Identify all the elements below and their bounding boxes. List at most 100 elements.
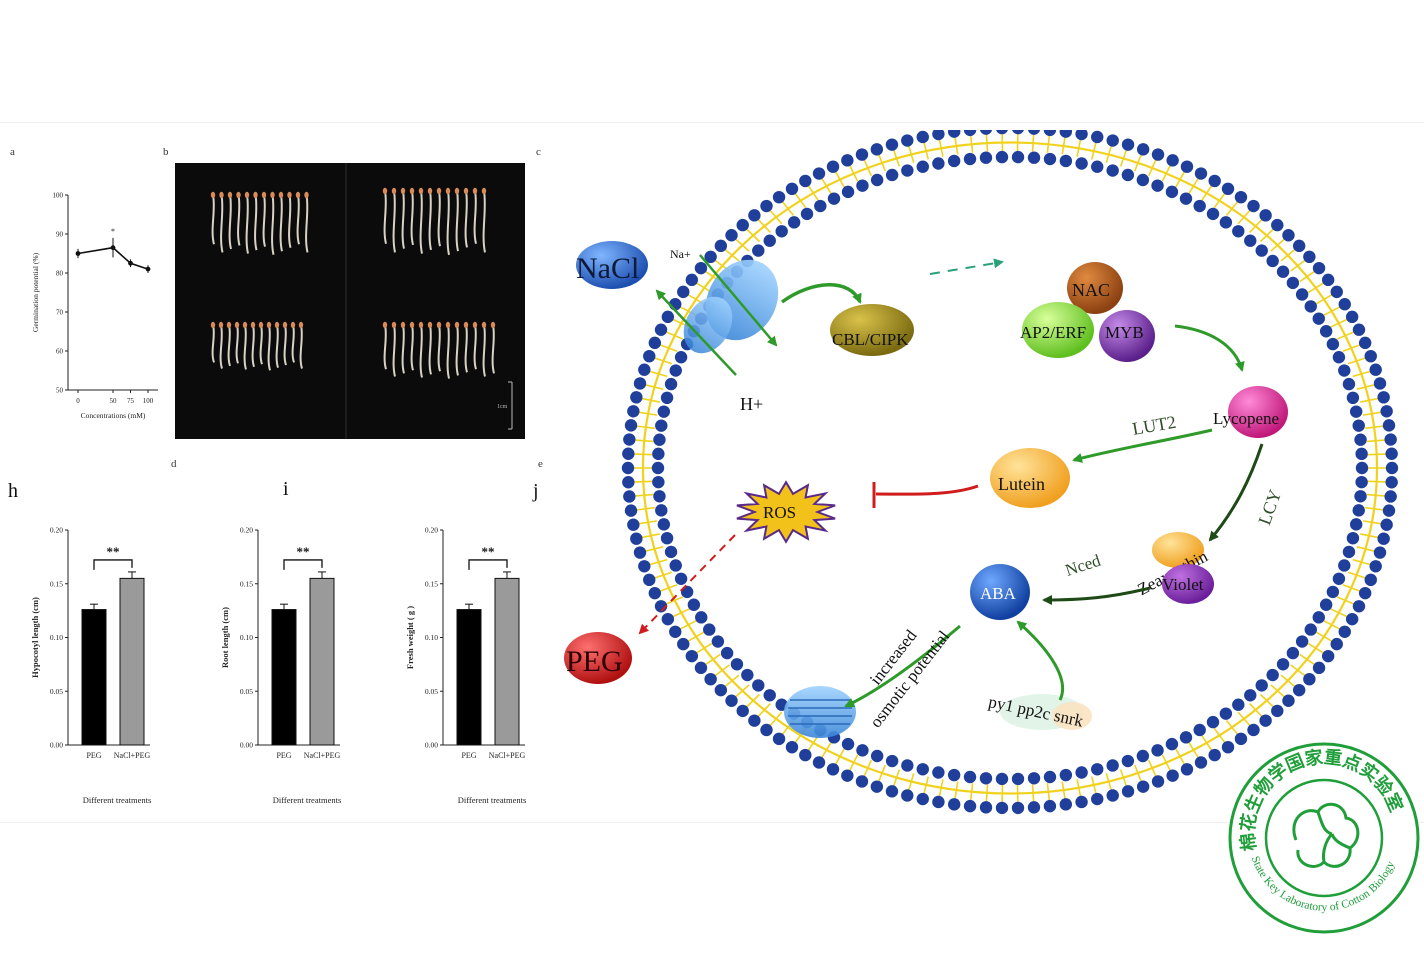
lipid-head bbox=[870, 173, 884, 187]
lipid-head bbox=[901, 134, 914, 147]
y-tick-label: 0.10 bbox=[50, 633, 63, 642]
lcy-label: LCY bbox=[1254, 487, 1285, 528]
seedling bbox=[291, 324, 295, 363]
lipid-head bbox=[704, 250, 717, 264]
panel-letter-j: j bbox=[533, 480, 539, 502]
seedling bbox=[243, 324, 247, 370]
nced-label: Nced bbox=[1063, 551, 1103, 580]
seedling-cap bbox=[400, 321, 406, 329]
lipid-head bbox=[856, 179, 869, 192]
lipid-head bbox=[1259, 209, 1272, 222]
seedling bbox=[410, 324, 414, 371]
seedling bbox=[235, 324, 239, 364]
lipid-head bbox=[1312, 312, 1325, 325]
lipid-head bbox=[1345, 612, 1359, 626]
y-tick-label: 0.15 bbox=[50, 579, 63, 588]
osmotic-channel-bottom bbox=[784, 686, 856, 738]
lipid-head bbox=[1206, 715, 1220, 729]
lipid-head bbox=[1151, 744, 1164, 757]
lipid-head bbox=[1369, 560, 1382, 573]
lipid-head bbox=[1271, 704, 1284, 718]
lipid-head bbox=[694, 661, 708, 675]
lipid-head bbox=[760, 723, 773, 737]
lipid-head bbox=[695, 611, 708, 624]
seedling-cap bbox=[290, 321, 296, 329]
seedling bbox=[464, 190, 468, 248]
lipid-head bbox=[736, 218, 749, 232]
seedling bbox=[437, 324, 441, 372]
lipid-head bbox=[1358, 336, 1372, 350]
lipid-head bbox=[814, 199, 827, 213]
lipid-head bbox=[1312, 661, 1326, 675]
lipid-head bbox=[901, 789, 914, 802]
seedling-cap bbox=[472, 187, 478, 195]
lipid-head bbox=[996, 130, 1008, 135]
violet-shape bbox=[1162, 564, 1214, 604]
seedling-cap bbox=[382, 321, 388, 329]
lipid-head bbox=[826, 160, 840, 173]
lipid-head bbox=[1295, 635, 1309, 648]
lipid-head bbox=[1266, 254, 1279, 268]
seedling-cap bbox=[227, 191, 233, 199]
ros-star bbox=[736, 480, 836, 544]
lipid-head bbox=[1338, 559, 1351, 572]
x-axis-label: Concentrations (mM) bbox=[81, 411, 146, 420]
seedling bbox=[410, 190, 414, 246]
lipid-head bbox=[674, 572, 688, 585]
seedling-cap bbox=[490, 321, 496, 329]
seedling-cap bbox=[391, 187, 397, 195]
aba-label: ABA bbox=[980, 584, 1017, 603]
lipid-head bbox=[1208, 174, 1221, 188]
seedling-cap bbox=[454, 187, 460, 195]
seedling bbox=[419, 324, 423, 378]
seedling bbox=[482, 324, 486, 377]
lipid-head bbox=[885, 754, 899, 768]
lipid-head bbox=[1346, 391, 1360, 405]
lipid-head bbox=[1266, 668, 1279, 682]
membrane-core bbox=[641, 141, 1379, 795]
significance-mark: ** bbox=[297, 544, 310, 559]
lipid-head bbox=[714, 683, 728, 697]
seedling bbox=[482, 190, 486, 253]
lipid-head bbox=[1232, 225, 1245, 238]
seedling-cap bbox=[270, 191, 275, 199]
lipid-head bbox=[1121, 168, 1135, 182]
lipid-head bbox=[622, 447, 635, 460]
lipid-head bbox=[1194, 167, 1208, 180]
seedling-cap bbox=[427, 187, 433, 195]
nacl-label: NaCl bbox=[576, 252, 639, 285]
lipid-head bbox=[1349, 405, 1363, 418]
lipid-head bbox=[677, 637, 690, 651]
lipid-head bbox=[1043, 770, 1057, 784]
lipid-head bbox=[1075, 795, 1088, 809]
seedling-cap bbox=[481, 187, 487, 195]
lipid-head bbox=[720, 646, 734, 660]
lipid-head bbox=[694, 261, 708, 275]
seedling-cap bbox=[219, 191, 224, 199]
seedling-cap bbox=[418, 321, 424, 329]
panel-letter-a: a bbox=[10, 146, 15, 158]
lipid-head bbox=[947, 768, 961, 782]
seedling-cap bbox=[445, 187, 451, 195]
lipid-head bbox=[1255, 679, 1268, 692]
lipid-head bbox=[1206, 207, 1220, 221]
lipid-head bbox=[1380, 405, 1393, 418]
lipid-head bbox=[885, 168, 899, 182]
lipid-head bbox=[1364, 573, 1377, 587]
seedling bbox=[259, 324, 263, 365]
lipid-head bbox=[1384, 433, 1397, 446]
lipid-head bbox=[1282, 229, 1295, 242]
seedling bbox=[283, 324, 287, 366]
lipid-head bbox=[1208, 748, 1221, 762]
aba-shape bbox=[970, 564, 1030, 620]
significance-bracket bbox=[283, 559, 323, 570]
seedling bbox=[245, 194, 249, 254]
lipid-head bbox=[748, 209, 761, 222]
lipid-head bbox=[669, 364, 682, 377]
x-axis-label: Different treatments bbox=[83, 795, 152, 805]
seedling-cap bbox=[409, 187, 415, 195]
data-point bbox=[128, 260, 133, 266]
seedling-cap bbox=[418, 187, 424, 195]
lipid-head bbox=[1355, 447, 1368, 461]
